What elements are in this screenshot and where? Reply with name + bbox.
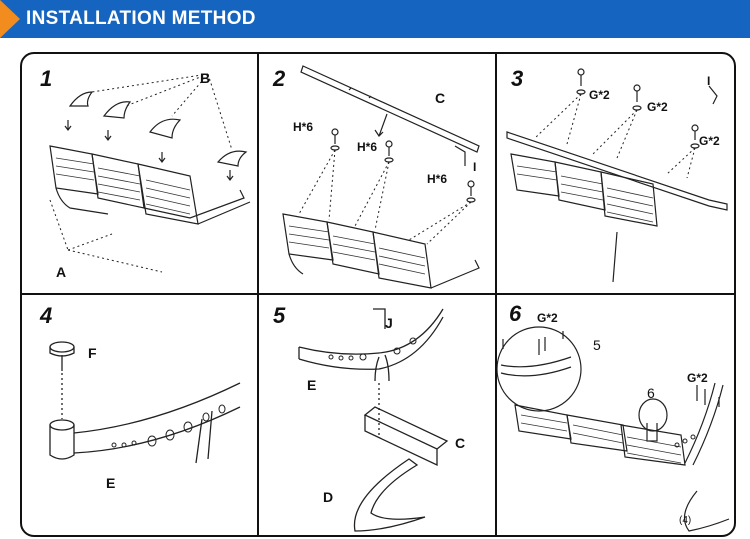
part-label-i: I — [707, 74, 711, 88]
bolt-label-g-1: G*2 — [537, 311, 558, 325]
part-label-b: B — [200, 70, 211, 86]
header-accent-triangle — [0, 0, 20, 38]
step-3-number: 3 — [511, 66, 524, 91]
part-label-j: J — [385, 315, 393, 331]
step-4-panel: 4 F E — [22, 295, 257, 535]
step-5-illustration — [298, 308, 449, 532]
reference-5: 5 — [593, 337, 601, 353]
step-2-illustration — [282, 65, 480, 289]
header-bar: INSTALLATION METHOD — [0, 0, 750, 38]
step-2-number: 2 — [273, 66, 286, 91]
grid-divider-h — [22, 293, 734, 295]
bolt-label-g-2: G*2 — [687, 371, 708, 385]
bolt-label-g-3: G*2 — [699, 134, 720, 148]
step-6-illustration — [497, 326, 730, 532]
part-label-d: D — [323, 489, 334, 505]
part-label-e: E — [307, 377, 317, 393]
part-label-c: C — [435, 90, 446, 106]
part-label-e: E — [106, 475, 116, 491]
part-label-f: F — [88, 345, 97, 361]
step-6-panel: 6 — [497, 295, 734, 535]
step-6-number: 6 — [509, 301, 522, 326]
bolt-label-g-2: G*2 — [647, 100, 668, 114]
instruction-frame: 1 — [20, 52, 736, 537]
step-1-panel: 1 — [22, 54, 257, 293]
part-label-a: A — [56, 264, 67, 280]
step-3-illustration — [506, 68, 728, 283]
bolt-label-h-3: H*6 — [427, 172, 448, 186]
step-2-panel: 2 — [259, 54, 495, 293]
page-title: INSTALLATION METHOD — [26, 8, 256, 29]
part-label-i: I — [473, 160, 477, 174]
reference-note-4: (4) — [679, 515, 692, 526]
step-3-panel: 3 — [497, 54, 734, 293]
bolt-label-h-2: H*6 — [357, 140, 378, 154]
bolt-label-h-1: H*6 — [293, 120, 314, 134]
bolt-label-g-1: G*2 — [589, 88, 610, 102]
step-5-panel: 5 J E — [259, 295, 495, 535]
step-1-illustration — [49, 73, 251, 273]
step-5-number: 5 — [273, 303, 286, 328]
reference-6: 6 — [647, 385, 655, 401]
part-label-c: C — [455, 435, 466, 451]
step-4-number: 4 — [40, 303, 53, 328]
step-4-illustration — [49, 341, 241, 464]
step-1-number: 1 — [40, 66, 53, 91]
